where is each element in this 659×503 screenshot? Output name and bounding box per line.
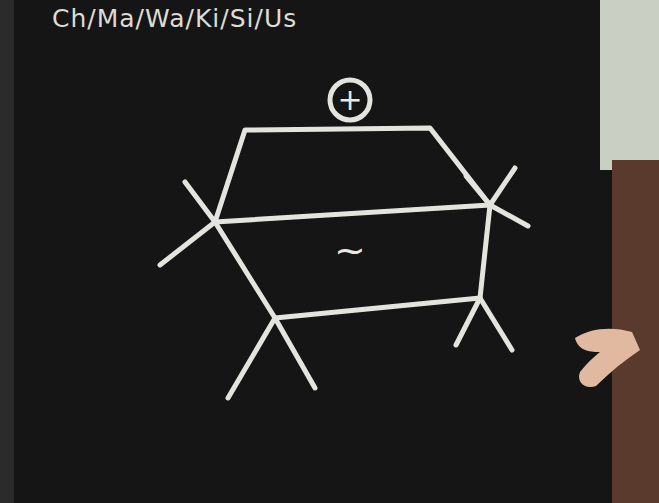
hand	[575, 329, 640, 387]
chalk-symbol: ~	[334, 231, 366, 269]
chalk-symbol: +	[337, 85, 362, 115]
hexagon-body: ~	[215, 128, 490, 318]
plus-circle: +	[328, 78, 372, 122]
hexagon-body-outline	[215, 128, 490, 318]
chalk-heading: Ch/Ma/Wa/Ki/Si/Us	[52, 4, 297, 33]
chalk-spokes	[160, 168, 528, 398]
wall-background	[600, 0, 659, 170]
board-frame	[0, 0, 14, 503]
